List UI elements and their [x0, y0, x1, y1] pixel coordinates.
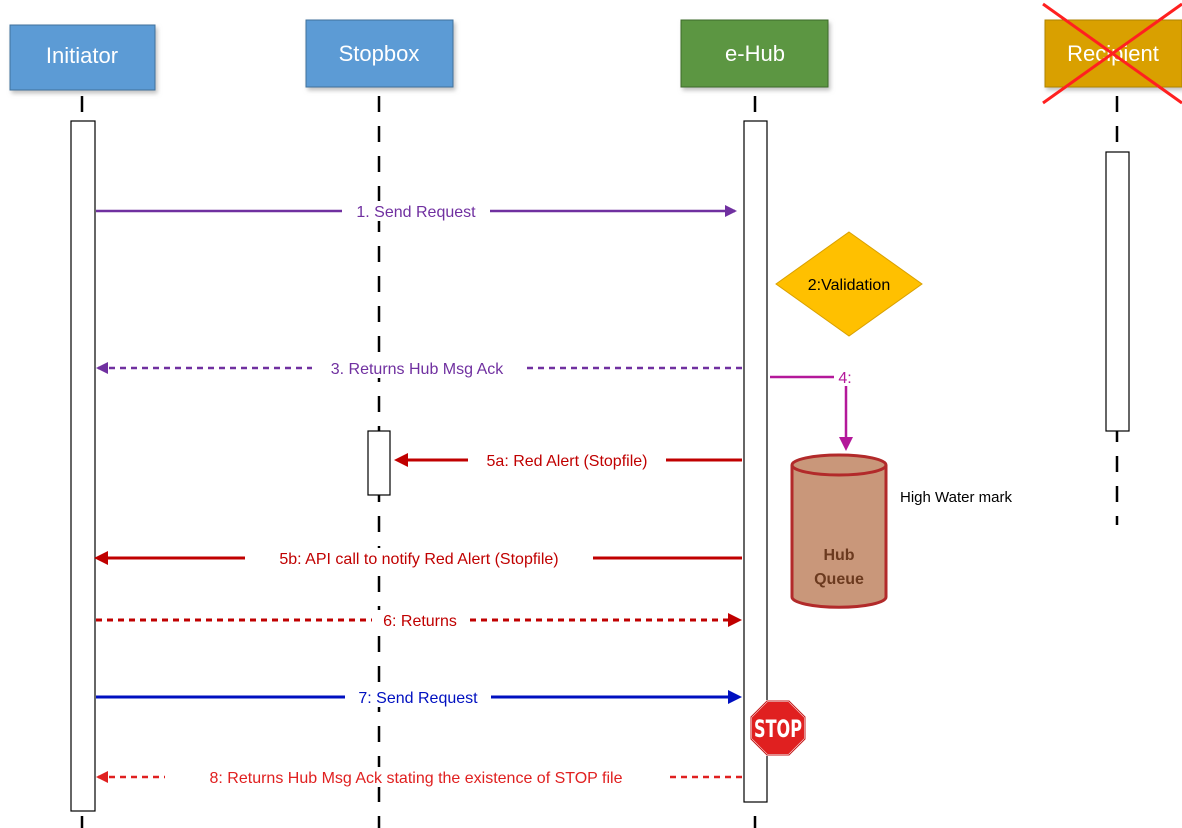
recipient-activation	[1105, 151, 1130, 432]
high-water-mark-label: High Water mark	[900, 489, 1012, 506]
message-7-label: 7: Send Request	[358, 690, 478, 707]
recipient-cross-icon	[1042, 2, 1182, 105]
actor-ehub	[680, 19, 829, 88]
actor-ehub-label: e-Hub	[725, 41, 785, 66]
message-8-label: 8: Returns Hub Msg Ack stating the exist…	[210, 770, 623, 787]
actor-stopbox	[305, 19, 454, 88]
message-5a-label: 5a: Red Alert (Stopfile)	[487, 453, 648, 470]
stop-sign-icon	[750, 700, 806, 756]
stop-sign-text: STOP	[754, 715, 802, 743]
hub-queue-cylinder	[790, 453, 888, 609]
message-1-label: 1. Send Request	[356, 204, 476, 221]
validation-diamond	[775, 231, 923, 337]
hub-queue-label-1: Hub	[823, 547, 854, 564]
actor-initiator	[9, 24, 156, 91]
actor-initiator-label: Initiator	[46, 43, 118, 68]
actor-stopbox-label: Stopbox	[339, 41, 420, 66]
hub-queue-label-2: Queue	[814, 571, 864, 588]
validation-label: 2:Validation	[808, 277, 890, 294]
ehub-activation	[743, 120, 768, 803]
message-4-label: 4:	[838, 370, 851, 387]
message-6-label: 6: Returns	[383, 613, 457, 630]
initiator-activation	[70, 120, 96, 812]
message-5b-label: 5b: API call to notify Red Alert (Stopfi…	[279, 551, 558, 568]
message-3-label: 3. Returns Hub Msg Ack	[331, 361, 505, 378]
stopbox-activation	[367, 430, 391, 496]
message-4-arrow	[770, 375, 853, 451]
